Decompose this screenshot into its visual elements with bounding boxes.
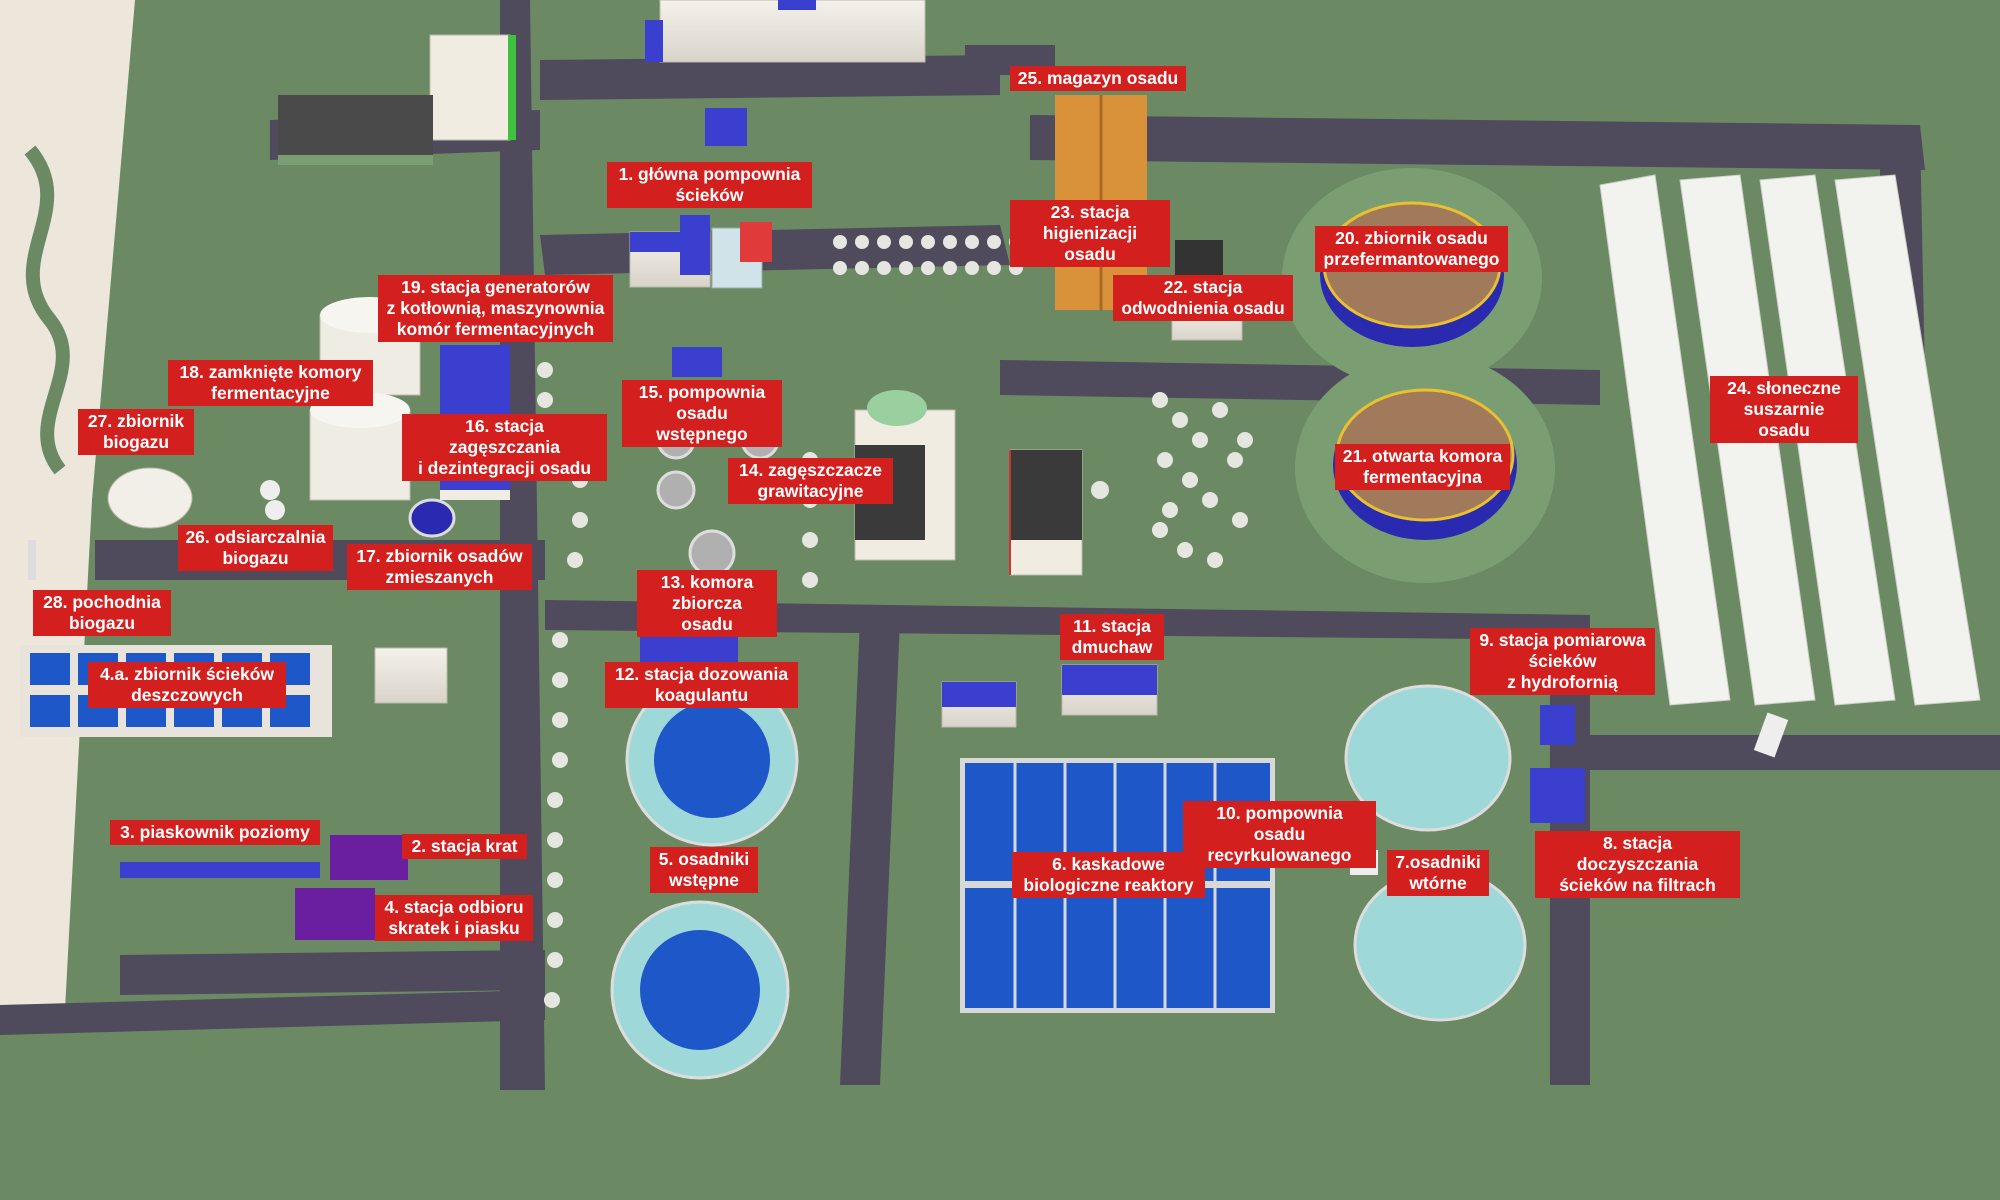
label-1-main-pumping-station: 1. główna pompownia ścieków [607,162,812,208]
label-23-hygienization-station: 23. stacja higienizacji osadu [1010,200,1170,267]
label-9-measuring-station: 9. stacja pomiarowa ścieków z hydroforni… [1470,628,1655,695]
label-7-secondary-settlers: 7.osadniki wtórne [1387,850,1489,896]
label-24-solar-dryers: 24. słoneczne suszarnie osadu [1710,376,1858,443]
label-6-biological-reactors: 6. kaskadowe biologiczne reaktory [1012,852,1205,898]
central-buildings [854,390,1083,576]
label-10-recirculated-sludge-pump: 10. pompownia osadu recyrkulowanego [1183,801,1376,868]
mixed-sludge-tank [408,498,456,538]
primary-settlers [610,625,799,1080]
label-16-thickening-station: 16. stacja zagęszczania i dezintegracji … [402,414,607,481]
label-13-sludge-collection-chamber: 13. komora zbiorcza osadu [637,570,777,637]
secondary-settlers [1344,684,1789,1022]
label-17-mixed-sludge-tank: 17. zbiornik osadów zmieszanych [347,544,532,590]
label-8-filter-polishing-station: 8. stacja doczyszczania ścieków na filtr… [1535,831,1740,898]
label-27-biogas-tank: 27. zbiornik biogazu [78,409,194,455]
label-26-biogas-desulfurization: 26. odsiarczalnia biogazu [178,525,333,571]
label-28-biogas-flare: 28. pochodnia biogazu [33,590,171,636]
label-3-horizontal-grit-chamber: 3. piaskownik poziomy [110,820,320,845]
grit-screen-area [120,835,408,940]
top-buildings [278,0,926,165]
label-2-screen-station: 2. stacja krat [402,834,527,859]
label-4-screenings-grit-station: 4. stacja odbioru skratek i piasku [375,895,533,941]
strip-curve [24,145,70,475]
label-14-gravity-thickeners: 14. zagęszczacze grawitacyjne [728,458,893,504]
trees [537,235,1253,1008]
rain-tank [20,645,448,737]
label-18-closed-fermentation-chambers: 18. zamknięte komory fermentacyjne [168,360,373,406]
label-5-primary-settlers: 5. osadniki wstępne [650,847,758,893]
label-22-dewatering-station: 22. stacja odwodnienia osadu [1113,275,1293,321]
label-25-sludge-warehouse: 25. magazyn osadu [1010,66,1186,91]
label-21-open-fermentation-chamber: 21. otwarta komora fermentacyjna [1335,444,1510,490]
label-19-generator-station: 19. stacja generatorów z kotłownią, masz… [378,275,613,342]
label-15-primary-sludge-pump: 15. pompownia osadu wstępnego [622,380,782,447]
label-20-digested-sludge-tank: 20. zbiornik osadu przefermantowanego [1315,226,1508,272]
label-11-blower-station: 11. stacja dmuchaw [1060,614,1164,660]
label-4a-rainwater-tank: 4.a. zbiornik ścieków deszczowych [88,662,286,708]
main-pumping-station [629,215,772,289]
label-12-coagulant-dosing: 12. stacja dozowania koagulantu [605,662,798,708]
